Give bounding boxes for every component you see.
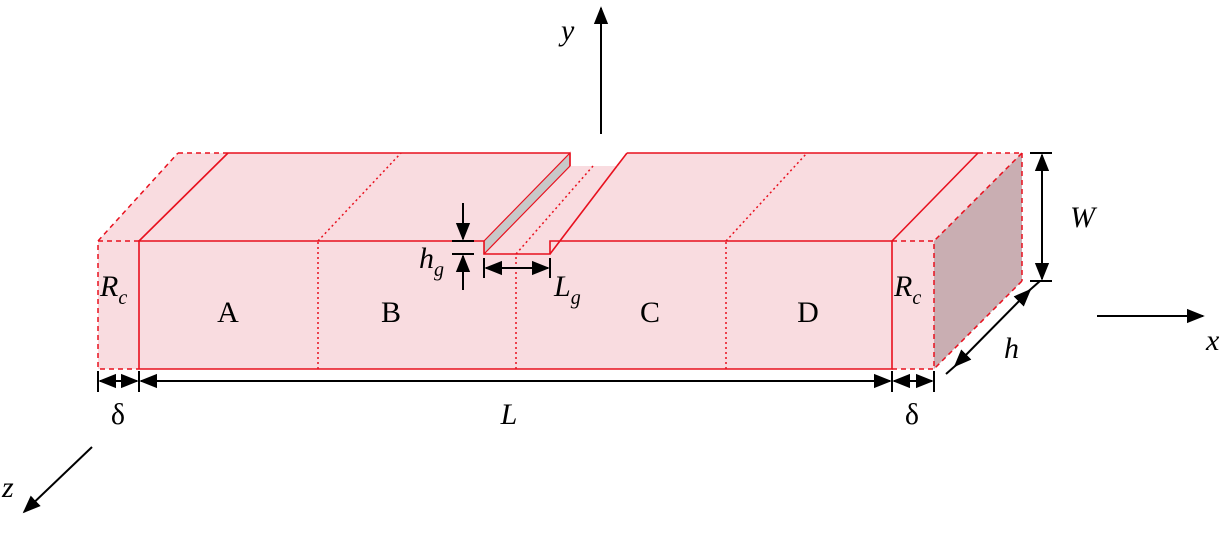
segment-label-c: C [640, 296, 660, 329]
x-axis-label: x [1205, 324, 1220, 357]
delta-left-label: δ [111, 398, 125, 431]
axis-arrows [22, 6, 1205, 514]
y-axis-label: y [558, 14, 575, 47]
segment-label-d: D [797, 296, 819, 329]
segment-label-b: B [381, 296, 401, 329]
top-face-left [98, 153, 570, 254]
gap-length-dimension [483, 258, 551, 278]
segment-label-a: A [217, 296, 239, 329]
front-face [98, 241, 934, 369]
solid-edges [138, 152, 979, 370]
thickness-label: h [1004, 332, 1019, 365]
gap-height-dimension [452, 203, 474, 290]
gap-height-label: hg [419, 242, 444, 281]
top-face-right [550, 153, 1022, 241]
thickness-dimension [945, 280, 1041, 375]
z-axis-label: z [1, 471, 14, 504]
contact-label-right: Rc [893, 270, 921, 309]
length-label: L [500, 398, 518, 431]
delta-right-label: δ [905, 398, 919, 431]
bottom-dimension-lines [97, 371, 935, 392]
gap-length-label: Lg [553, 270, 581, 309]
z-axis-arrow [22, 446, 93, 514]
width-dimension [1030, 152, 1052, 282]
contact-label-left: Rc [99, 270, 127, 309]
groove-floor [484, 166, 617, 254]
width-label: W [1070, 201, 1098, 234]
